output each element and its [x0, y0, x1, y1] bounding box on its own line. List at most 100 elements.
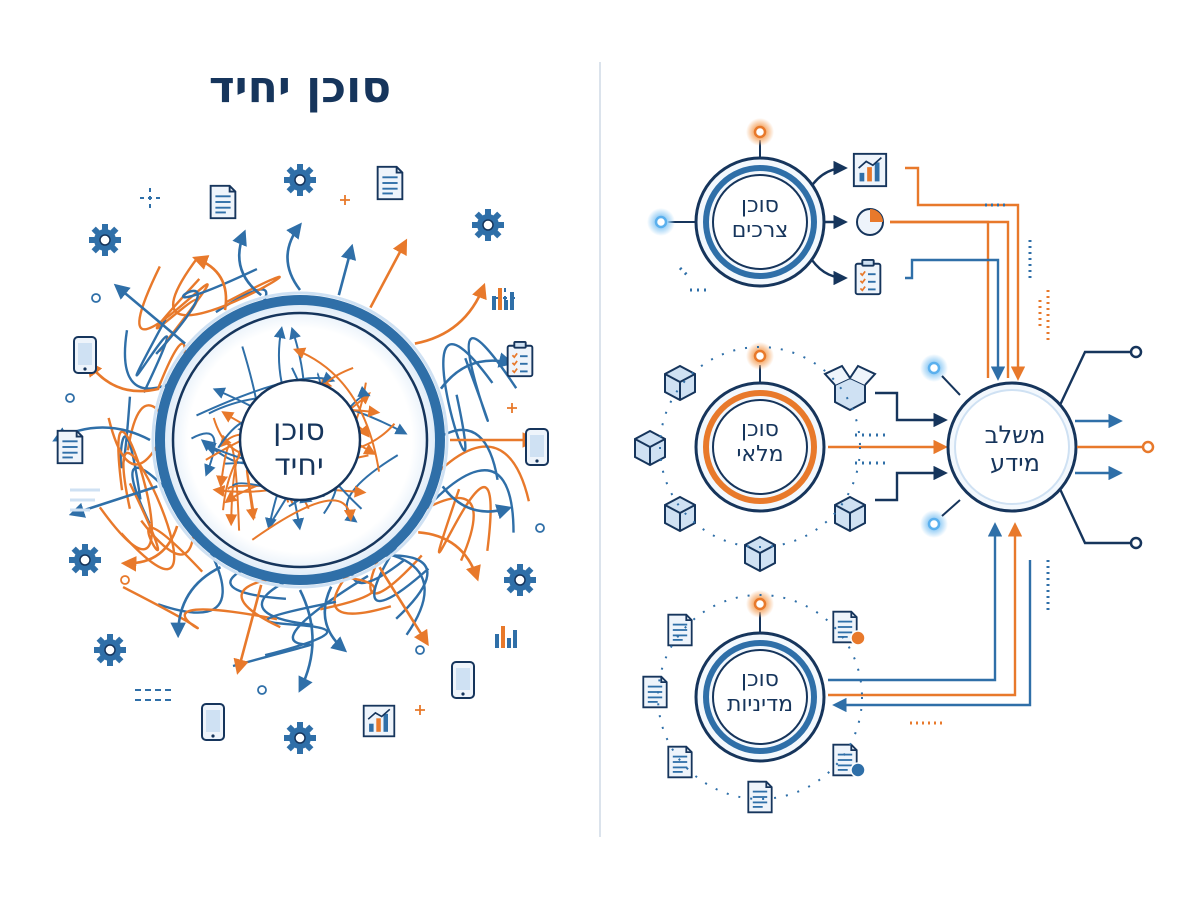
single-agent-core-line2: יחיד: [274, 447, 324, 483]
mini-bar: [498, 288, 502, 310]
policy-top-glow-dot: [753, 597, 767, 611]
box-icon: [744, 536, 776, 572]
outward-arrow: [286, 222, 302, 291]
inner-chaos-arrow: [251, 499, 356, 541]
inventory-agent-line1: סוכן: [741, 417, 779, 442]
text-lines: [70, 488, 100, 512]
integrator-stem-bottom: [941, 499, 961, 517]
mini-bar: [495, 634, 499, 648]
outward-arrow: [337, 243, 357, 296]
dots: [1038, 290, 1050, 340]
single-agent-core-line1: סוכן: [273, 413, 325, 448]
policy-dashed-orbit: [657, 594, 863, 800]
phone-icon: [451, 661, 475, 699]
outward-arrow: [439, 352, 515, 390]
policy-agent-line1: סוכן: [741, 667, 779, 692]
tangle-curve: [442, 343, 494, 452]
outward-arrow: [120, 525, 179, 572]
integrator-stem-top: [941, 375, 961, 396]
decor-dot: [415, 645, 425, 655]
outward-arrow: [441, 485, 513, 520]
outward-arrow: [192, 255, 228, 311]
outward-arrow: [233, 584, 263, 675]
output-node-orange: [1141, 440, 1155, 454]
decor-dot: [257, 685, 267, 695]
multi-agent-panel: [634, 118, 1155, 814]
dots: [678, 266, 710, 292]
policy-agent-ring: [703, 640, 817, 754]
document-icon: [376, 165, 404, 201]
inventory-agent-line2: מלאי: [736, 442, 784, 468]
outward-arrow: [113, 283, 186, 345]
plus-mark: [340, 195, 350, 205]
tangle-curve: [232, 574, 369, 668]
bar-chart-icon: [362, 704, 396, 738]
output-node-bottom: [1129, 536, 1143, 550]
document-icon: [56, 429, 84, 465]
tangle-curve: [172, 256, 281, 317]
needs-agent-line1: סוכן: [741, 193, 779, 218]
left-panel-title: סוכן יחיד: [208, 62, 392, 113]
verified-badge-icon: [850, 762, 866, 778]
slider-lines: [135, 689, 175, 701]
open-box-flaps: [823, 364, 877, 386]
mini-bar: [504, 300, 508, 310]
mini-bar: [513, 630, 517, 648]
policy-agent-line2: מדיניות: [726, 692, 794, 718]
single-agent-core: [238, 378, 362, 502]
outward-arrow: [369, 238, 408, 309]
policy-document-icon: [667, 613, 693, 647]
needs-left-glow-dot: [654, 215, 668, 229]
outward-arrow: [414, 282, 487, 345]
integrator-glow-top-dot: [927, 361, 941, 375]
crosshair-mark: [140, 188, 160, 208]
inner-chaos-arrow: [191, 432, 216, 477]
outward-arrow: [298, 589, 314, 693]
single-agent-inner-ring: [171, 311, 429, 569]
mini-bar: [492, 296, 496, 310]
output-node-top: [1129, 345, 1143, 359]
outward-arrow: [170, 566, 222, 639]
policy-to-integrator-blue: [828, 522, 1003, 682]
needs-agent-line2: צרכים: [731, 218, 789, 244]
phone-icon: [525, 428, 549, 466]
inventory-agent-core: [712, 399, 808, 495]
needs-orange-line: [890, 220, 990, 378]
tangle-curve: [120, 451, 176, 571]
gear-icon: [68, 543, 102, 577]
decor-dot: [535, 523, 545, 533]
phone-icon: [201, 703, 225, 741]
panel-divider: [599, 62, 601, 837]
needs-to-integrator-orange: [905, 166, 1026, 381]
integrator-label: משלב מידע: [955, 421, 1075, 477]
needs-to-integrator-blue: [905, 258, 1006, 381]
outward-arrow: [378, 566, 429, 647]
mini-bar: [510, 292, 514, 310]
outward-arrow: [418, 531, 481, 582]
policy-document-icon: [642, 675, 668, 709]
needs-line-2: [890, 220, 1010, 378]
trend-chart-icon: [852, 152, 888, 188]
policy-document-icon: [747, 780, 773, 814]
mini-bar: [507, 638, 511, 648]
box-icon: [834, 496, 866, 532]
gear-icon: [283, 721, 317, 755]
needs-agent-ring: [703, 165, 817, 279]
gear-icon: [503, 563, 537, 597]
inventory-top-glow-dot: [753, 349, 767, 363]
policy-document-icon: [667, 745, 693, 779]
plus-mark: [507, 403, 517, 413]
inner-chaos-arrow: [216, 444, 241, 531]
tangle-curve: [264, 600, 337, 657]
integrator-line2: מידע: [990, 448, 1040, 477]
gear-icon: [93, 633, 127, 667]
checklist-icon: [854, 259, 882, 296]
box-icon: [664, 365, 696, 401]
plus-mark: [415, 705, 425, 715]
gear-icon: [88, 223, 122, 257]
output-line-bottom: [1058, 488, 1130, 545]
tangle-curve: [98, 430, 154, 551]
gear-icon: [283, 163, 317, 197]
needs-agent-label: סוכן צרכים: [705, 193, 815, 244]
tangle-curve: [155, 268, 258, 355]
